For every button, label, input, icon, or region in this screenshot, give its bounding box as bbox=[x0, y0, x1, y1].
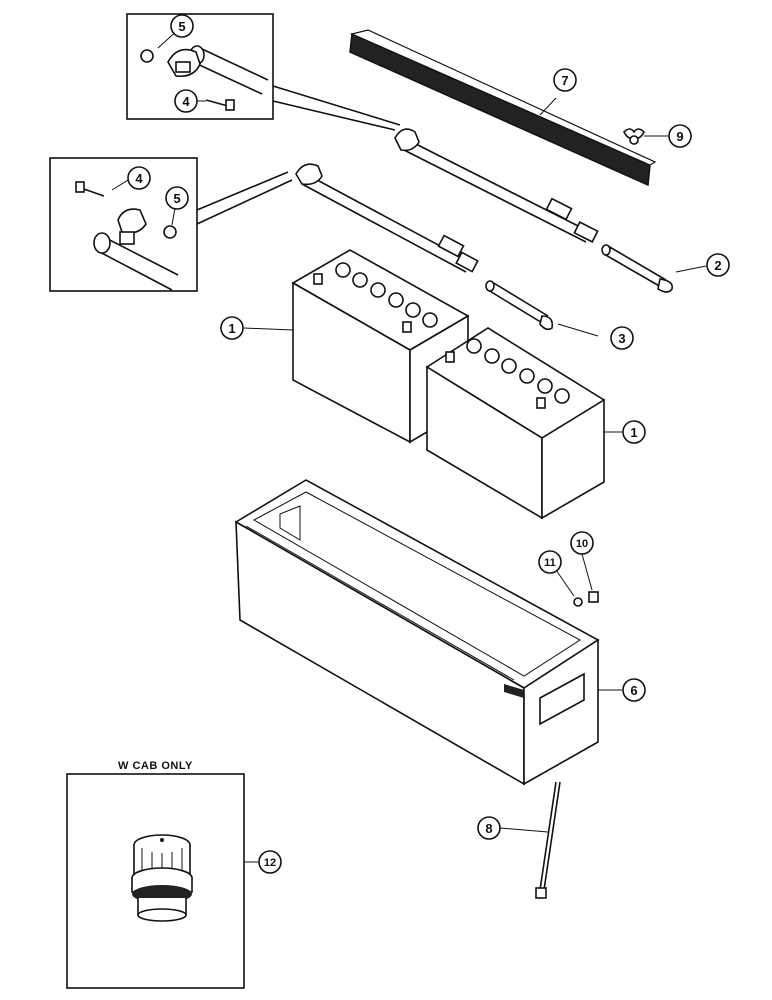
callout-number: 2 bbox=[714, 258, 721, 273]
battery-box bbox=[234, 479, 622, 786]
callout: 9 bbox=[668, 124, 692, 148]
short-cable-2 bbox=[601, 244, 707, 293]
nut-icon bbox=[163, 225, 177, 239]
terminal-clamp-icon bbox=[117, 208, 147, 234]
callout-number: 6 bbox=[630, 683, 637, 698]
callout: 11 bbox=[538, 550, 562, 574]
callout-number: 3 bbox=[618, 331, 625, 346]
callout: 4 bbox=[174, 89, 198, 113]
callout: 8 bbox=[477, 816, 501, 840]
callout: 1 bbox=[622, 420, 646, 444]
jumper-cable-3 bbox=[485, 280, 599, 337]
inset-cable-clamp-upper bbox=[126, 13, 401, 131]
callout-number: 12 bbox=[264, 857, 276, 869]
callout: 5 bbox=[170, 14, 194, 38]
callout: 12 bbox=[258, 850, 282, 874]
callout-number: 4 bbox=[135, 171, 143, 186]
callout-number: 1 bbox=[630, 425, 637, 440]
battery-right bbox=[425, 327, 622, 520]
callout-number: 8 bbox=[485, 821, 492, 836]
nut-icon bbox=[140, 49, 154, 63]
callout: 10 bbox=[570, 531, 594, 555]
callout-number: 7 bbox=[561, 73, 568, 88]
callout: 3 bbox=[610, 326, 634, 350]
battery-caps bbox=[466, 338, 570, 404]
wing-nut-icon bbox=[623, 128, 668, 145]
inset-caption: W CAB ONLY bbox=[118, 760, 193, 772]
callout-number: 10 bbox=[576, 538, 588, 550]
callout: 1 bbox=[220, 316, 244, 340]
callout: 7 bbox=[553, 68, 577, 92]
callout-number: 11 bbox=[544, 557, 556, 569]
battery-caps bbox=[335, 262, 438, 328]
callout: 4 bbox=[127, 166, 151, 190]
callout: 5 bbox=[165, 186, 189, 210]
bolt-icon bbox=[205, 99, 229, 107]
inset-cable-clamp-lower bbox=[49, 157, 293, 292]
callout: 2 bbox=[706, 253, 730, 277]
callout-number: 5 bbox=[173, 191, 180, 206]
washer-icon bbox=[573, 597, 583, 607]
callout-number: 5 bbox=[178, 19, 185, 34]
battery-cable-middle bbox=[295, 163, 479, 273]
callout-number: 1 bbox=[228, 321, 235, 336]
battery-cable-upper bbox=[394, 128, 599, 243]
bolt-and-washer bbox=[555, 553, 599, 607]
callout-number: 4 bbox=[182, 94, 190, 109]
callout-number: 9 bbox=[676, 129, 683, 144]
small-bolt-icon bbox=[588, 591, 599, 603]
battery-left bbox=[243, 249, 470, 444]
inset-cab-only: W CAB ONLY bbox=[66, 760, 258, 989]
hold-down-rod bbox=[499, 781, 561, 899]
filter-cap-icon bbox=[131, 834, 193, 922]
handle-cutout-icon bbox=[539, 672, 585, 726]
hold-down-strap bbox=[349, 29, 657, 187]
callout: 6 bbox=[622, 678, 646, 702]
